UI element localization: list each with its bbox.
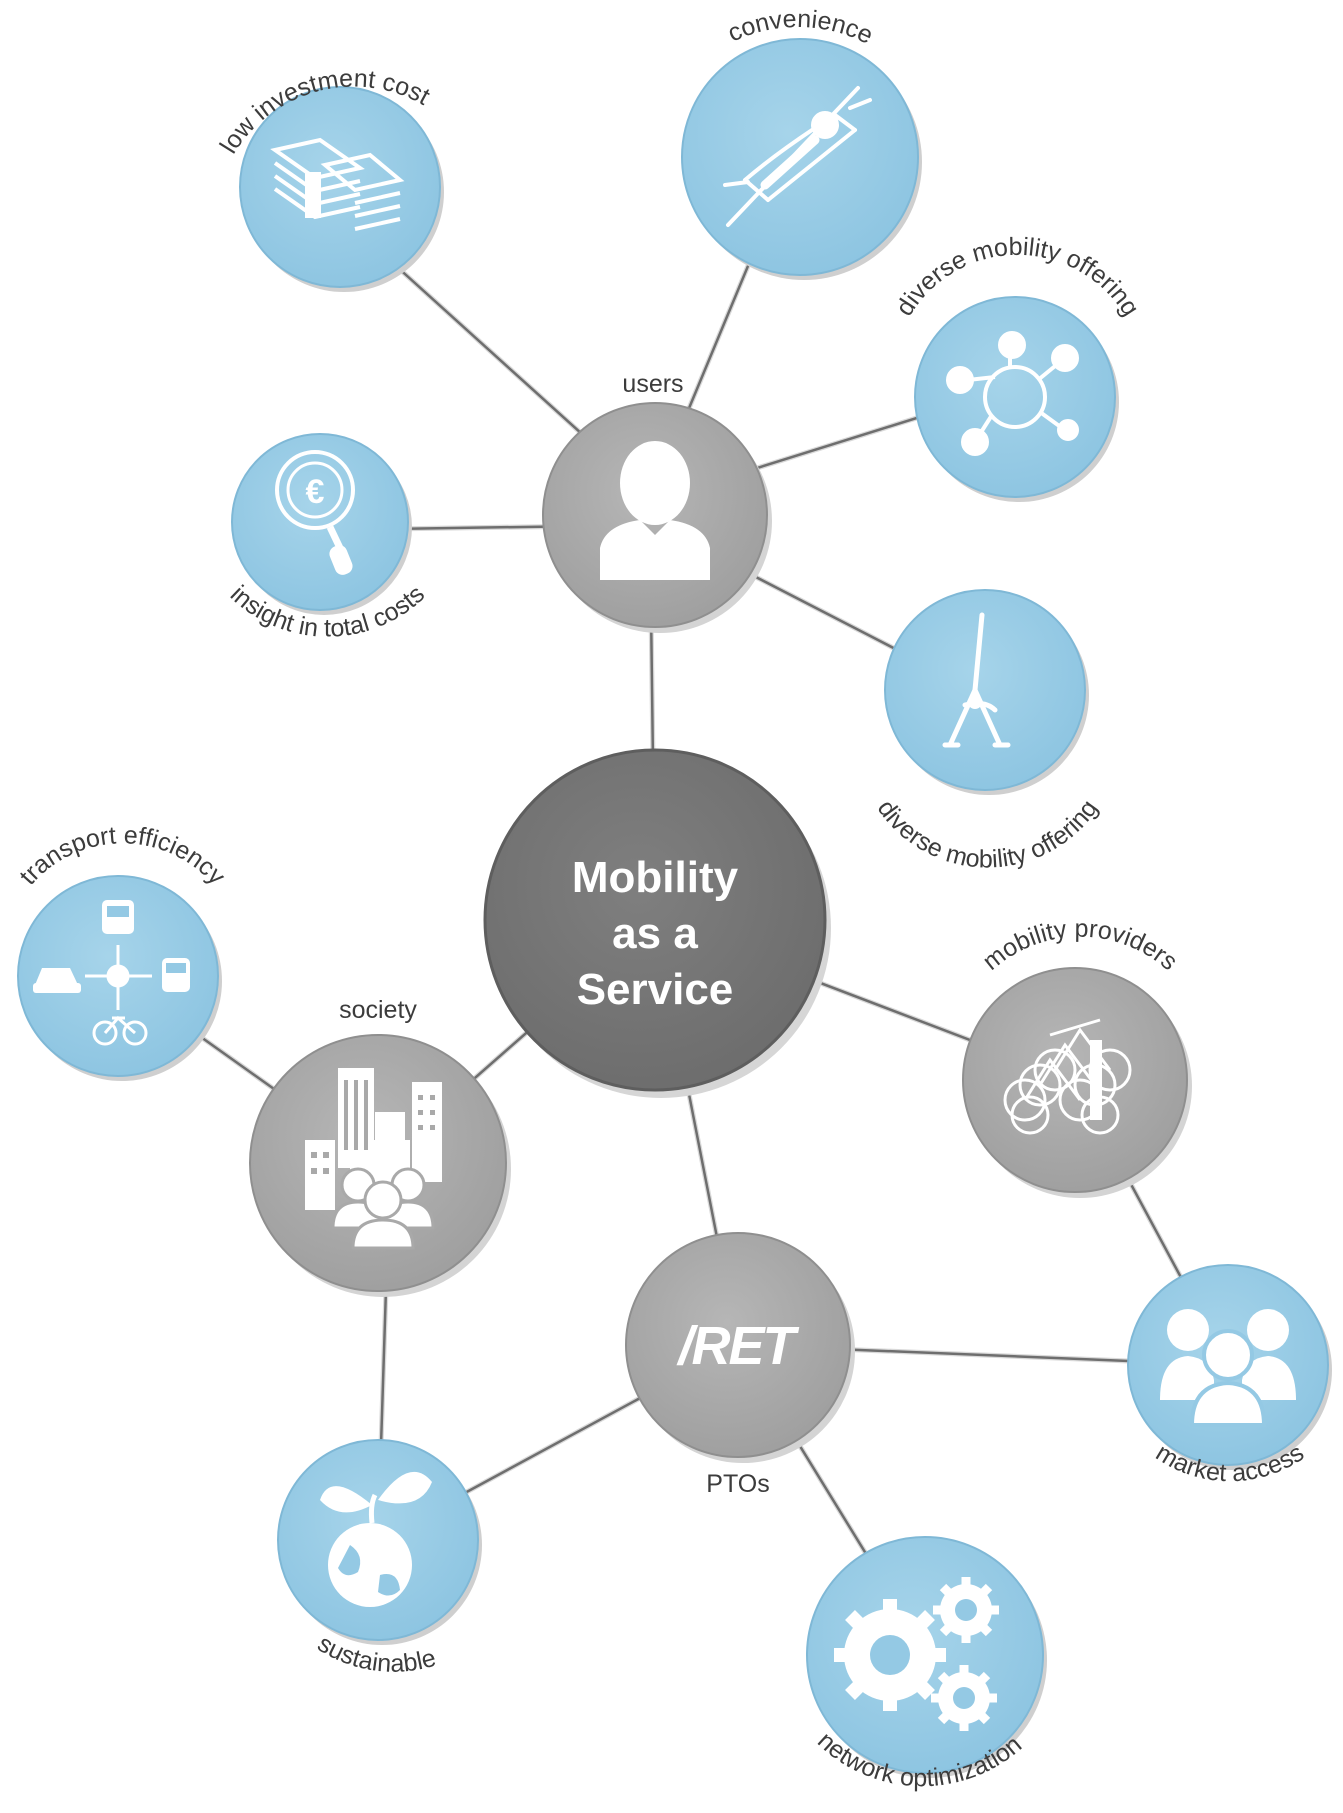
node-low-investment-cost: low investment cost — [215, 64, 444, 292]
plant-globe-icon — [320, 1471, 432, 1607]
node-market-access: market access — [1127, 1264, 1332, 1487]
gears-icon — [834, 1577, 999, 1731]
node-users: users — [542, 370, 772, 633]
label-ptos: PTOs — [706, 1470, 769, 1498]
center-title-line-3: Service — [577, 965, 734, 1014]
ret-logo: /RET — [676, 1316, 799, 1376]
hammock-icon — [723, 86, 872, 227]
yoga-pose-icon — [942, 612, 1011, 748]
svg-text:€: € — [306, 473, 325, 511]
label-users: users — [622, 370, 683, 398]
network-nodes-icon — [946, 331, 1079, 456]
node-network-optimization: network optimization — [806, 1536, 1047, 1792]
euro-magnifier-icon: € — [275, 450, 355, 575]
bicycles-icon — [1003, 1018, 1132, 1135]
center-title-line-2: as a — [612, 909, 698, 958]
node-insight-in-total-costs: € insight in total costs — [225, 433, 430, 643]
node-center-maas: Mobility as a Service — [483, 748, 831, 1098]
label-society: society — [339, 996, 417, 1024]
money-stack-icon — [270, 137, 405, 231]
label-diverse-mobility-offering-2: diverse mobility offering — [872, 795, 1104, 874]
transport-modes-icon — [33, 900, 190, 1046]
city-people-icon — [305, 1068, 442, 1250]
node-transport-efficiency: transport efficiency — [14, 821, 231, 1081]
center-title-line-1: Mobility — [572, 853, 739, 902]
node-society: society — [249, 996, 511, 1297]
node-sustainable: sustainable — [277, 1439, 482, 1678]
node-convenience: convenience — [681, 5, 922, 280]
node-ptos: /RET PTOs — [625, 1232, 855, 1498]
user-icon — [600, 441, 710, 580]
node-diverse-mobility-offering-1: diverse mobility offering — [890, 233, 1145, 502]
node-diverse-mobility-offering-2: diverse mobility offering — [872, 589, 1104, 874]
node-mobility-providers: mobility providers — [962, 915, 1192, 1198]
label-mobility-providers: mobility providers — [978, 915, 1183, 976]
people-group-icon — [1160, 1309, 1296, 1427]
